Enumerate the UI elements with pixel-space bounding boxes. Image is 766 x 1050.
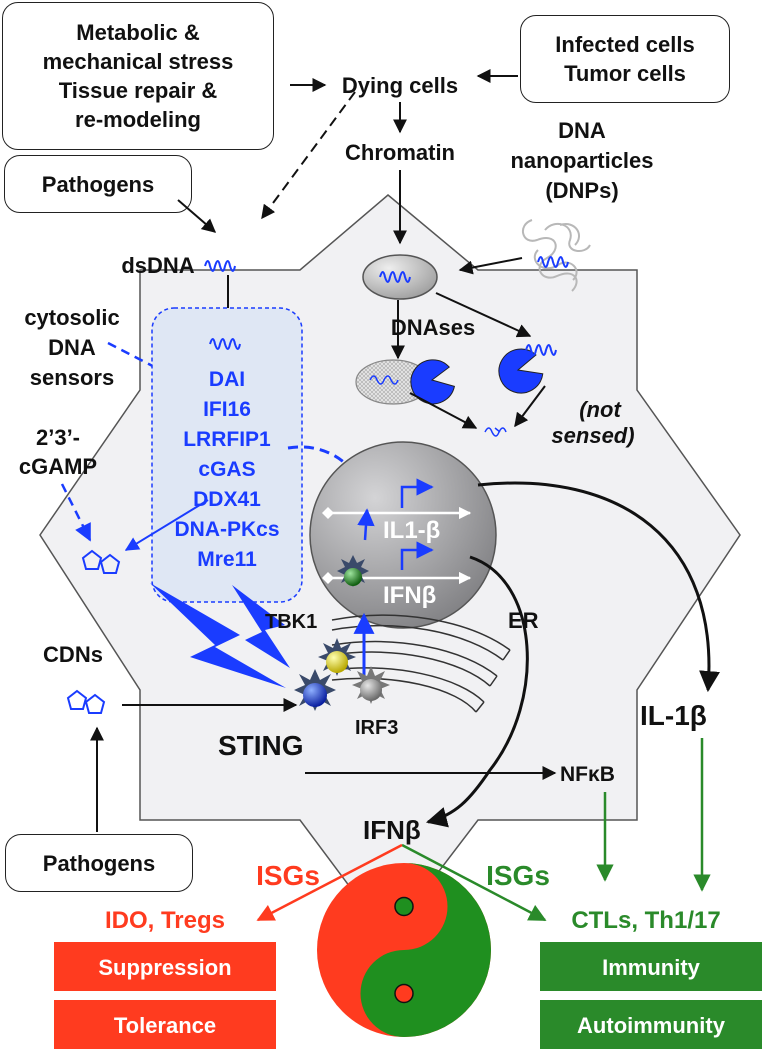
autoimmunity-box (540, 1000, 762, 1049)
sensor-item: DAI (209, 368, 245, 391)
arrow-to-fragments-right (514, 385, 546, 428)
dnp-particle-icon (522, 219, 591, 292)
pathogens-bottom-label: Pathogens (42, 850, 156, 876)
yin-yang-icon (317, 863, 491, 1037)
arrow-dying-to-dsdna (261, 91, 356, 220)
suppression-box (54, 942, 276, 991)
ifnb-transcription-arrow (400, 541, 434, 570)
suppression-label: Suppression (98, 955, 231, 980)
arrow-ifnb-secretion (425, 555, 529, 828)
il1b-output-label: IL-1β (640, 700, 707, 731)
sensor-item: Mre11 (197, 548, 257, 571)
arrow-into-nucleus (357, 508, 375, 541)
arrow-isgs-right (401, 843, 547, 922)
cgamp-line-2: cGAMP (19, 454, 97, 479)
ido-tregs-label: IDO, Tregs (105, 907, 225, 934)
dna-fragments-icon (484, 427, 507, 437)
tolerance-label: Tolerance (114, 1013, 216, 1038)
sensor-box (151, 307, 303, 603)
tolerance-box (54, 1000, 276, 1049)
dying-cells-label: Dying cells (342, 73, 458, 98)
infected-cells-box: Infected cells Tumor cells (520, 15, 730, 103)
sting-icon (294, 669, 336, 711)
nfkb-label: NFκB (560, 763, 615, 786)
cdns-pentagon-icon (67, 690, 87, 710)
cgamp-line-1: 2’3’- (36, 425, 80, 450)
stress-line-4: re-modeling (75, 107, 201, 132)
isgs-right-label: ISGs (486, 860, 550, 891)
lightning-bolt-left-icon (150, 583, 286, 688)
stress-box: Metabolic & mechanical stress Tissue rep… (2, 2, 274, 150)
arrow-isgs-left (256, 843, 403, 922)
il1b-transcription-arrow (400, 478, 434, 508)
stress-line-2: mechanical stress (42, 49, 234, 74)
sting-label: STING (218, 730, 304, 761)
chromatin-label: Chromatin (345, 140, 455, 165)
dnp-line-3: (DNPs) (545, 178, 618, 203)
arrow-vesicle-right (435, 292, 532, 338)
immunity-box (540, 942, 762, 991)
sensor-item: DNA-PKcs (174, 518, 279, 541)
il1b-promoter-diamond (322, 507, 334, 519)
sensors-line-1: cytosolic (24, 305, 119, 330)
arrow-to-fragments-left (409, 392, 478, 429)
lightning-bolt-right-icon (232, 585, 290, 668)
stress-line-1: Metabolic & (76, 20, 200, 45)
sensor-item: DDX41 (193, 488, 261, 511)
il1b-gene-label: IL1-β (383, 517, 440, 544)
sensor-item: IFI16 (203, 398, 251, 421)
tbk1-label: TBK1 (265, 611, 317, 633)
ifnb-promoter-diamond (322, 572, 334, 584)
infected-line-1: Infected cells (555, 32, 695, 57)
dnp-line-2: nanoparticles (510, 148, 653, 173)
sensor-item: cGAS (198, 458, 255, 481)
infected-line-2: Tumor cells (564, 61, 686, 86)
nuclear-irf3-icon (337, 555, 369, 587)
arrow-pathogens-to-dsdna (177, 199, 217, 233)
arrow-dnp-to-vesicle (458, 257, 523, 275)
not-sensed-line-1: (not (579, 397, 622, 422)
dsdna-label: dsDNA (121, 253, 194, 278)
arrow-cgamp-dashed (60, 483, 92, 542)
immunity-label: Immunity (602, 955, 701, 980)
sensors-line-2: DNA (48, 335, 96, 360)
arrow-il1b-secretion (477, 481, 720, 693)
not-sensed-line-2: sensed) (551, 423, 634, 448)
dnp-line-1: DNA (558, 118, 606, 143)
dnase-pacman-icon-2 (498, 348, 544, 394)
dnase-pacman-icon (410, 359, 456, 405)
pathogens-top-box: Pathogens (4, 155, 192, 213)
irf3-icon (352, 666, 390, 704)
irf3-label: IRF3 (355, 717, 398, 739)
sensor-item: LRRFIP1 (183, 428, 271, 451)
autoimmunity-label: Autoimmunity (577, 1013, 726, 1038)
pathogens-bottom-box: Pathogens (5, 834, 193, 892)
stress-line-3: Tissue repair & (58, 78, 218, 103)
tbk1-icon (318, 638, 356, 676)
dnases-label: DNAses (391, 315, 475, 340)
sensors-line-3: sensors (30, 365, 114, 390)
pathogens-top-label: Pathogens (41, 171, 155, 197)
ifnb-gene-label: IFNβ (383, 582, 436, 609)
cdns-label: CDNs (43, 642, 103, 667)
isgs-left-label: ISGs (256, 860, 320, 891)
arrow-cgas-to-cgamp (124, 499, 209, 551)
ifnb-output-label: IFNβ (363, 815, 421, 845)
ctls-label: CTLs, Th1/17 (571, 907, 720, 934)
